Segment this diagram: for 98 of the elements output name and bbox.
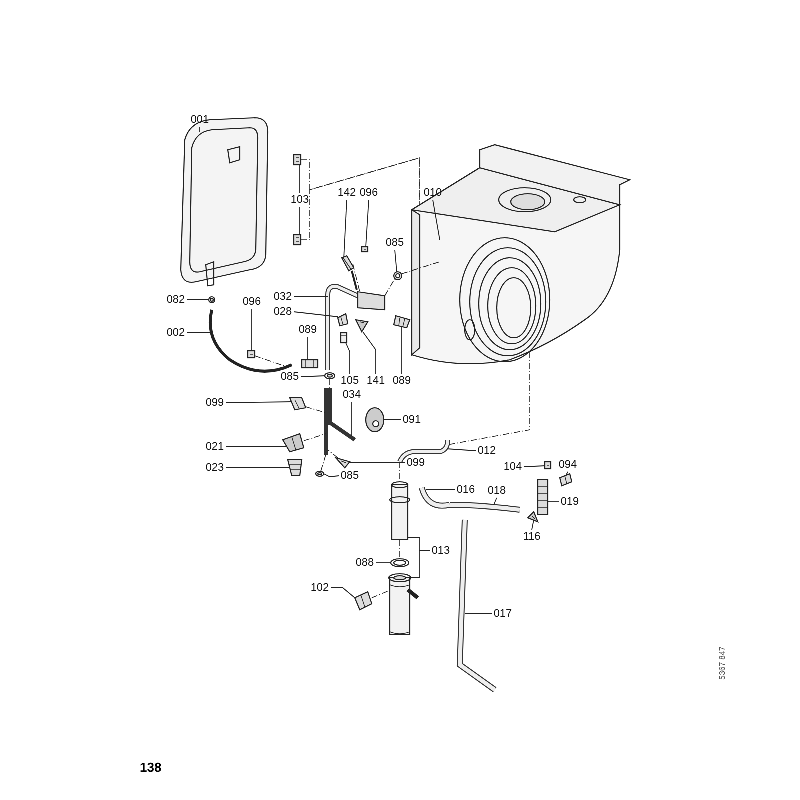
callout-number: 018 bbox=[486, 484, 508, 498]
leader-line bbox=[432, 200, 440, 240]
pipe-drawing bbox=[326, 284, 386, 370]
drain-hose-drawing bbox=[450, 502, 520, 513]
leader-line bbox=[394, 250, 398, 272]
assembly-line bbox=[300, 157, 420, 206]
leader-line bbox=[226, 402, 292, 404]
assembly-line bbox=[300, 157, 420, 240]
drawing-number: 5367 847 bbox=[718, 646, 727, 680]
page-number: 138 bbox=[140, 760, 162, 775]
callout-number: 104 bbox=[502, 460, 524, 474]
callout-number: 001 bbox=[189, 114, 211, 126]
clip-drawing bbox=[393, 315, 411, 329]
leader-line bbox=[186, 332, 211, 334]
leader-line bbox=[566, 472, 568, 476]
bellows-drawing bbox=[537, 479, 549, 516]
callout-number: 085 bbox=[279, 370, 301, 384]
leader-line bbox=[362, 332, 376, 374]
callout-number: 096 bbox=[358, 186, 380, 200]
clip-drawing bbox=[301, 359, 319, 369]
callout-number: 094 bbox=[557, 458, 579, 472]
leader-line bbox=[294, 296, 328, 298]
assembly-line bbox=[320, 454, 326, 472]
leader-line bbox=[524, 466, 546, 468]
leader-line bbox=[494, 498, 498, 506]
bleed-screw-drawing bbox=[355, 319, 369, 334]
callout-number: 105 bbox=[339, 374, 361, 388]
leader-line bbox=[446, 448, 476, 452]
callout-number: 089 bbox=[297, 324, 319, 336]
callout-number: 099 bbox=[204, 396, 226, 410]
assembly-line bbox=[304, 434, 326, 442]
siphon-tube-drawing bbox=[389, 481, 411, 541]
callout-number: 002 bbox=[165, 326, 187, 340]
leader-line bbox=[366, 200, 370, 248]
callout-number: 016 bbox=[455, 484, 477, 496]
callout-number: 142 bbox=[336, 186, 358, 200]
clip-drawing bbox=[289, 397, 307, 411]
callout-number: 102 bbox=[309, 582, 331, 594]
clip-drawing bbox=[293, 234, 302, 246]
seal-ring-drawing bbox=[324, 372, 336, 380]
assembly-line bbox=[254, 356, 288, 368]
leader-line bbox=[300, 376, 326, 378]
callout-number: 096 bbox=[241, 296, 263, 308]
leader-line bbox=[294, 312, 338, 318]
boiler-body-drawing bbox=[410, 144, 632, 365]
leader-line bbox=[344, 200, 348, 260]
seal-ring-drawing bbox=[393, 271, 403, 281]
valve-drawing bbox=[282, 433, 305, 453]
leader-line bbox=[376, 562, 392, 564]
assembly-line bbox=[328, 450, 338, 458]
clip-drawing bbox=[559, 473, 573, 487]
leader-line bbox=[346, 342, 350, 374]
callout-number: 116 bbox=[521, 530, 543, 544]
callout-number: 032 bbox=[272, 290, 294, 304]
expansion-tank-drawing bbox=[180, 117, 269, 287]
elbow-drawing bbox=[419, 487, 451, 509]
callout-number: 028 bbox=[272, 306, 294, 318]
callout-number: 017 bbox=[492, 608, 514, 620]
assembly-line bbox=[306, 406, 326, 414]
callout-number: 103 bbox=[289, 194, 311, 206]
leader-line bbox=[330, 588, 356, 598]
clip-drawing bbox=[354, 591, 373, 611]
callout-number: 085 bbox=[384, 236, 406, 250]
leader-line bbox=[350, 462, 406, 464]
leader-line bbox=[324, 474, 340, 478]
callout-number: 019 bbox=[559, 496, 581, 508]
callout-number: 089 bbox=[391, 374, 413, 388]
connector-drawing bbox=[287, 459, 303, 477]
callout-number: 088 bbox=[354, 556, 376, 570]
clip-drawing bbox=[293, 154, 302, 166]
assembly-line bbox=[384, 278, 396, 296]
assembly-line bbox=[402, 262, 440, 274]
clip-drawing bbox=[334, 456, 351, 469]
callout-number: 082 bbox=[165, 294, 187, 306]
clamp-drawing bbox=[527, 511, 539, 523]
seal-ring-drawing bbox=[208, 296, 216, 304]
leader-line bbox=[226, 446, 286, 448]
sensor-drawing bbox=[341, 255, 358, 290]
callout-number: 012 bbox=[476, 444, 498, 458]
callout-number: 141 bbox=[365, 374, 387, 388]
leader-line bbox=[532, 520, 534, 530]
callout-number: 034 bbox=[341, 388, 363, 402]
assembly-line bbox=[352, 264, 360, 292]
seal-ring-drawing bbox=[315, 470, 325, 478]
plug-drawing bbox=[361, 246, 369, 253]
seal-ring-drawing bbox=[390, 558, 410, 568]
assembly-line bbox=[448, 352, 530, 446]
assembly-line bbox=[372, 590, 390, 598]
callout-number: 010 bbox=[422, 186, 444, 200]
callout-number: 099 bbox=[405, 456, 427, 470]
plug-drawing bbox=[544, 461, 552, 470]
siphon-cup-drawing bbox=[388, 573, 420, 636]
grommet-drawing bbox=[365, 407, 385, 433]
callout-number: 013 bbox=[430, 544, 452, 558]
callout-number: 085 bbox=[339, 470, 361, 482]
callout-number: 091 bbox=[401, 414, 423, 426]
callout-number: 023 bbox=[204, 462, 226, 474]
callout-number: 021 bbox=[204, 440, 226, 454]
